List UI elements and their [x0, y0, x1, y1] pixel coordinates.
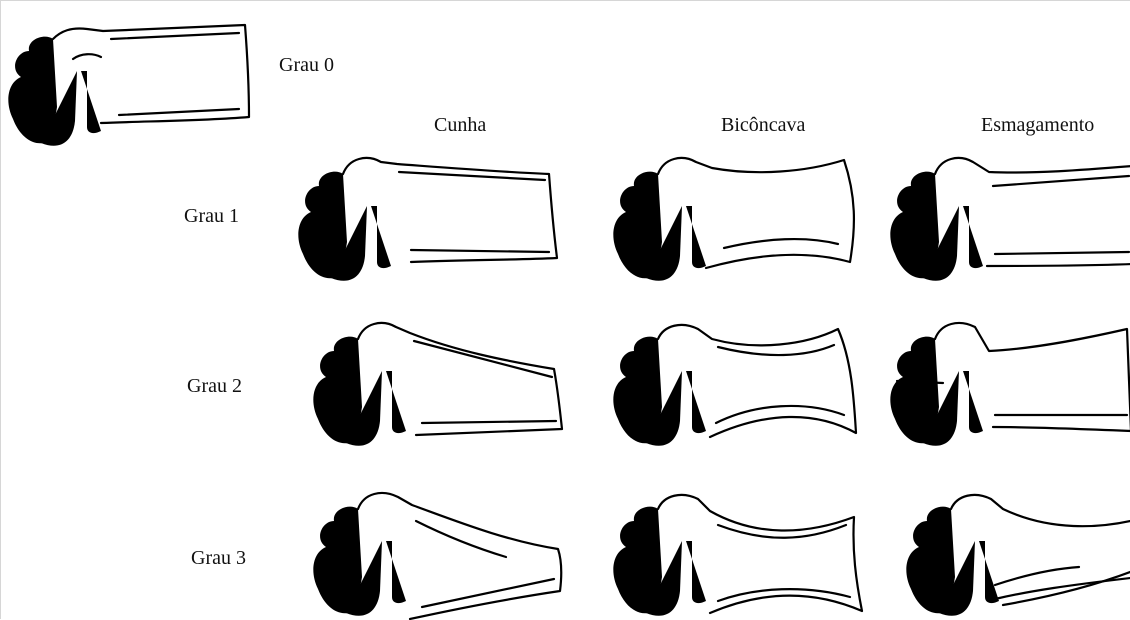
- vertebra-grau-2-esmagamento: [890, 323, 1130, 446]
- vertebra-grau-2-cunha: [313, 323, 562, 446]
- grade-label-2: Grau 2: [187, 375, 242, 397]
- grade-label-0: Grau 0: [279, 54, 334, 76]
- vertebra-grau-1-biconcava: [613, 158, 854, 281]
- vertebra-grau-0: [8, 25, 249, 146]
- vertebra-grau-1-cunha: [298, 158, 557, 281]
- vertebra-grau-3-cunha: [313, 493, 561, 619]
- column-header-cunha: Cunha: [434, 114, 486, 136]
- vertebra-grau-2-biconcava: [613, 325, 856, 446]
- grade-label-1: Grau 1: [184, 205, 239, 227]
- grade-label-3: Grau 3: [191, 547, 246, 569]
- column-header-esmagamento: Esmagamento: [981, 114, 1094, 136]
- vertebra-grau-3-esmagamento: [906, 495, 1130, 616]
- vertebra-grau-3-biconcava: [613, 495, 862, 616]
- column-header-biconcava: Bicôncava: [721, 114, 806, 136]
- vertebra-grau-1-esmagamento: [890, 158, 1130, 281]
